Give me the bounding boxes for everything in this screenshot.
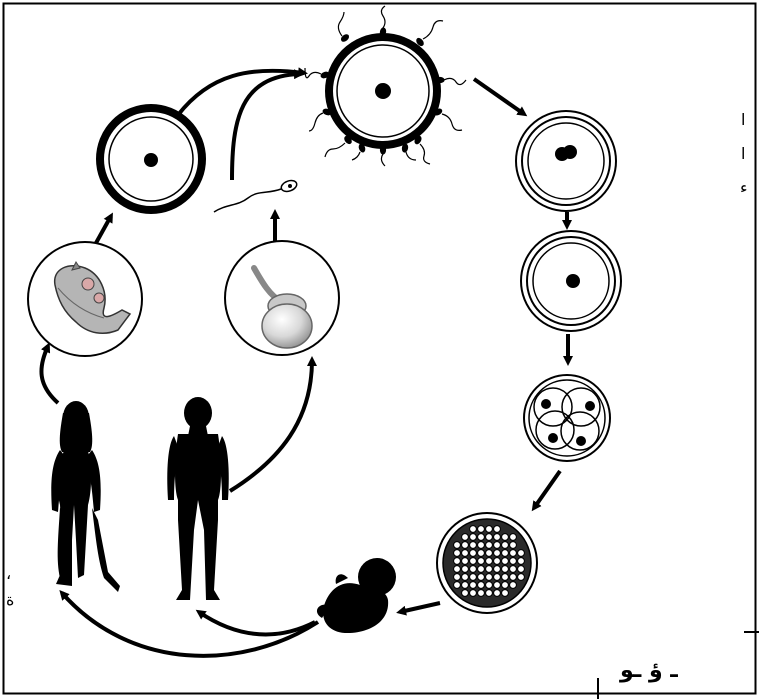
- morula-cell: [518, 558, 525, 565]
- morula-cell: [462, 534, 469, 541]
- morula-cell: [470, 550, 477, 557]
- morula-cell: [502, 542, 509, 549]
- morula-cell: [486, 582, 493, 589]
- morula-cell: [470, 534, 477, 541]
- morula-cell: [502, 566, 509, 573]
- morula-cell: [478, 550, 485, 557]
- morula-cell: [454, 566, 461, 573]
- morula-cell: [518, 574, 525, 581]
- morula-cells: [454, 526, 525, 597]
- morula-cell: [478, 558, 485, 565]
- arrow-man-to-testis: [230, 360, 312, 491]
- morula-cell: [462, 566, 469, 573]
- morula-cell: [470, 526, 477, 533]
- morula-cell: [510, 558, 517, 565]
- morula-cell: [502, 582, 509, 589]
- morula-cell: [470, 566, 477, 573]
- morula-cell: [494, 526, 501, 533]
- arrow-ovary-to-egg: [96, 216, 111, 243]
- morula-cell: [454, 550, 461, 557]
- morula-cell: [478, 590, 485, 597]
- arrow-sperm-to-fertilization: [232, 74, 300, 180]
- morula-icon: [437, 513, 537, 613]
- morula-cell: [502, 534, 509, 541]
- morula-cell: [486, 542, 493, 549]
- morula-cell: [462, 574, 469, 581]
- morula-cell: [470, 574, 477, 581]
- morula-cell: [478, 534, 485, 541]
- ovary-icon: [28, 242, 142, 356]
- four-cell-embryo-icon: [524, 375, 610, 461]
- morula-cell: [470, 558, 477, 565]
- right-edge-mark-1: ا: [741, 112, 745, 128]
- morula-cell: [454, 542, 461, 549]
- morula-cell: [494, 582, 501, 589]
- morula-cell: [486, 566, 493, 573]
- morula-cell: [494, 590, 501, 597]
- morula-cell: [486, 574, 493, 581]
- fertilization-icon: [305, 6, 466, 166]
- left-edge-mark-2: ة: [6, 592, 14, 608]
- morula-cell: [478, 566, 485, 573]
- morula-cell: [510, 550, 517, 557]
- morula-cell: [502, 558, 509, 565]
- morula-cell: [494, 550, 501, 557]
- fused-nucleus-icon: [521, 231, 621, 331]
- morula-cell: [502, 574, 509, 581]
- morula-cell: [494, 574, 501, 581]
- morula-cell: [518, 566, 525, 573]
- right-edge-mark-3: ء: [740, 180, 748, 196]
- morula-cell: [454, 574, 461, 581]
- morula-cell: [494, 542, 501, 549]
- bottom-edge-marks: ـ ؤ ـو: [620, 660, 678, 682]
- morula-cell: [494, 558, 501, 565]
- morula-cell: [510, 542, 517, 549]
- morula-cell: [494, 566, 501, 573]
- arrow-fetus-to-woman: [62, 593, 318, 656]
- left-edge-mark-1: ،: [6, 566, 11, 582]
- morula-cell: [518, 550, 525, 557]
- morula-cell: [502, 590, 509, 597]
- morula-cell: [462, 590, 469, 597]
- right-edge-mark-2: ا: [741, 146, 745, 162]
- morula-cell: [470, 582, 477, 589]
- woman-silhouette-icon: [51, 401, 120, 592]
- morula-cell: [470, 590, 477, 597]
- morula-cell: [478, 526, 485, 533]
- morula-cell: [494, 534, 501, 541]
- morula-cell: [510, 534, 517, 541]
- arrow-morula-to-fetus: [400, 603, 440, 612]
- morula-cell: [510, 566, 517, 573]
- morula-cell: [510, 582, 517, 589]
- arrow-woman-to-ovary: [41, 346, 58, 403]
- morula-cell: [454, 558, 461, 565]
- arrow-four-cell-to-morula: [534, 471, 560, 508]
- morula-cell: [462, 550, 469, 557]
- morula-cell: [470, 542, 477, 549]
- morula-cell: [478, 582, 485, 589]
- morula-cell: [462, 558, 469, 565]
- arrow-fetus-to-man: [199, 612, 315, 634]
- morula-cell: [486, 534, 493, 541]
- sperm-cell-icon: [214, 179, 298, 212]
- morula-cell: [486, 526, 493, 533]
- morula-cell: [462, 582, 469, 589]
- testis-icon: [225, 241, 339, 355]
- arrow-fertilization-to-zygote: [474, 79, 524, 114]
- morula-cell: [486, 558, 493, 565]
- morula-cell: [486, 550, 493, 557]
- morula-cell: [462, 542, 469, 549]
- morula-cell: [486, 590, 493, 597]
- morula-cell: [502, 550, 509, 557]
- morula-cell: [478, 574, 485, 581]
- egg-cell-icon: [100, 108, 202, 210]
- morula-cell: [454, 582, 461, 589]
- zygote-icon: [516, 111, 616, 211]
- man-silhouette-icon: [167, 397, 229, 600]
- morula-cell: [478, 542, 485, 549]
- morula-cell: [510, 574, 517, 581]
- fetus-icon: [317, 558, 396, 633]
